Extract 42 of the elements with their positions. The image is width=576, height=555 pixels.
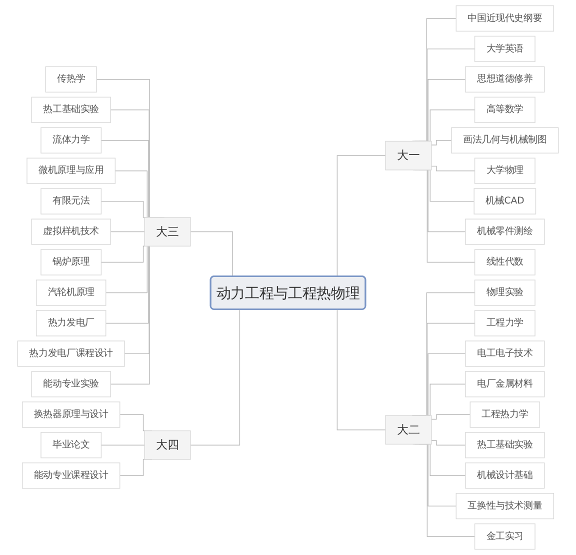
node-box: 热工基础实验 — [31, 96, 111, 123]
node-box: 工程热力学 — [470, 402, 540, 428]
node-box: 有限元法 — [40, 188, 102, 214]
node-box: 传热学 — [45, 66, 97, 92]
node-box: 虚拟样机技术 — [31, 218, 111, 245]
node-box: 毕业论文 — [40, 432, 102, 458]
node-box: 锅炉原理 — [40, 249, 102, 276]
connector — [100, 444, 145, 446]
node-box: 汽轮机原理 — [36, 280, 106, 306]
node-box: 思想道德修养 — [465, 66, 545, 92]
connector — [431, 166, 476, 172]
node-box: 大学物理 — [474, 158, 536, 184]
node-box: 微机原理与应用 — [26, 158, 116, 184]
node-box: 大二 — [385, 415, 432, 445]
node-box: 大学英语 — [474, 36, 536, 62]
node-box: 换热器原理与设计 — [22, 402, 120, 428]
node-box: 机械设计基础 — [465, 462, 545, 489]
connector — [431, 414, 470, 420]
node-box: 线性代数 — [474, 249, 536, 276]
node-box: 物理实验 — [474, 280, 536, 306]
node-box: 热工基础实验 — [465, 432, 545, 458]
connector — [431, 440, 466, 446]
connector — [110, 231, 145, 232]
node-box: 高等数学 — [474, 96, 536, 123]
connector — [431, 140, 452, 146]
node-box: 热力发电厂 — [36, 310, 106, 336]
node-box: 能动专业实验 — [31, 371, 111, 398]
node-box: 金工实习 — [474, 523, 536, 550]
node-box: 能动专业课程设计 — [22, 462, 120, 489]
node-box: 大一 — [385, 140, 432, 170]
node-box: 流体力学 — [40, 127, 102, 154]
node-box: 画法几何与机械制图 — [451, 127, 559, 154]
node-box: 电工电子技术 — [465, 340, 545, 367]
node-box: 中国近现代史纲要 — [456, 5, 554, 32]
node-box: 热力发电厂课程设计 — [17, 340, 125, 367]
node-box: 机械CAD — [474, 188, 536, 214]
node-box: 大四 — [144, 430, 191, 460]
node-box: 机械零件测绘 — [465, 218, 545, 245]
node-box: 工程力学 — [474, 310, 536, 336]
node-box: 大三 — [144, 217, 191, 246]
node-box: 电厂金属材料 — [465, 371, 545, 398]
node-box: 互换性与技术测量 — [456, 492, 554, 520]
